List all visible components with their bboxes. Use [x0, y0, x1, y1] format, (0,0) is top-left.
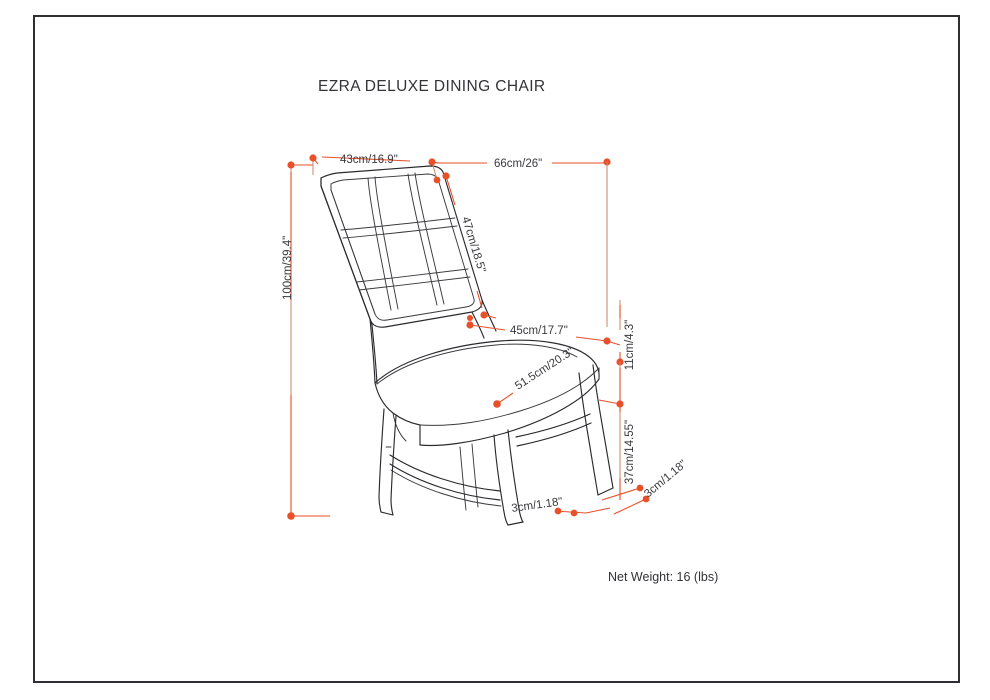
dimension-label-back-height: 47cm/18.5" — [459, 215, 487, 274]
dimension-label-seat-height: 37cm/14.55" — [624, 420, 636, 484]
dimension-back-height: 47cm/18.5" — [442, 172, 497, 319]
dim-endpoint-dot — [570, 509, 578, 517]
dimension-label-back-width: 43cm/16.9" — [340, 154, 398, 166]
page-title: EZRA DELUXE DINING CHAIR — [318, 78, 546, 95]
dimension-label-seat-back-gap: 11cm/4.3" — [624, 320, 636, 371]
chair-illustration — [320, 165, 614, 526]
dimension-label-overall-depth: 66cm/26" — [494, 158, 542, 170]
dimension-leg-thickness-side: 3cm/1.18" — [601, 458, 689, 515]
dimension-seat-back-gap: 11cm/4.3" — [606, 300, 636, 371]
dim-endpoint-dot — [467, 315, 473, 321]
dim-endpoint-dot — [428, 158, 436, 166]
dim-endpoint-dot — [554, 507, 562, 515]
dimension-overall-height: 100cm/39.4" — [282, 172, 330, 520]
drawing-frame-border — [33, 15, 960, 683]
dimension-label-leg-thickness-side: 3cm/1.18" — [642, 458, 689, 500]
dim-endpoint-dot — [636, 484, 644, 492]
net-weight-label: Net Weight: 16 (lbs) — [608, 570, 718, 584]
dimension-back-width: 43cm/16.9" — [287, 154, 441, 516]
dimension-label-seat-width: 45cm/17.7" — [510, 325, 568, 337]
dimension-label-seat-depth: 51.5cm/20.3" — [513, 346, 576, 393]
dim-endpoint-dot — [287, 161, 295, 169]
dim-endpoint-dot — [287, 512, 295, 520]
dimension-label-overall-height: 100cm/39.4" — [282, 236, 294, 300]
dim-endpoint-dot — [433, 176, 441, 184]
dim-endpoint-dot — [442, 172, 450, 180]
dimension-leg-thickness-front: 3cm/1.18" — [511, 496, 611, 517]
dim-endpoint-dot — [309, 154, 317, 162]
dimension-seat-depth: 51.5cm/20.3" — [493, 346, 576, 408]
dimension-annotations: 43cm/16.9" 66cm/26" 100cm/39.4" — [282, 154, 689, 520]
dimension-seat-height: 37cm/14.55" — [598, 362, 636, 500]
dimension-overall-depth: 66cm/26" — [437, 158, 611, 327]
dim-endpoint-dot — [642, 495, 650, 503]
